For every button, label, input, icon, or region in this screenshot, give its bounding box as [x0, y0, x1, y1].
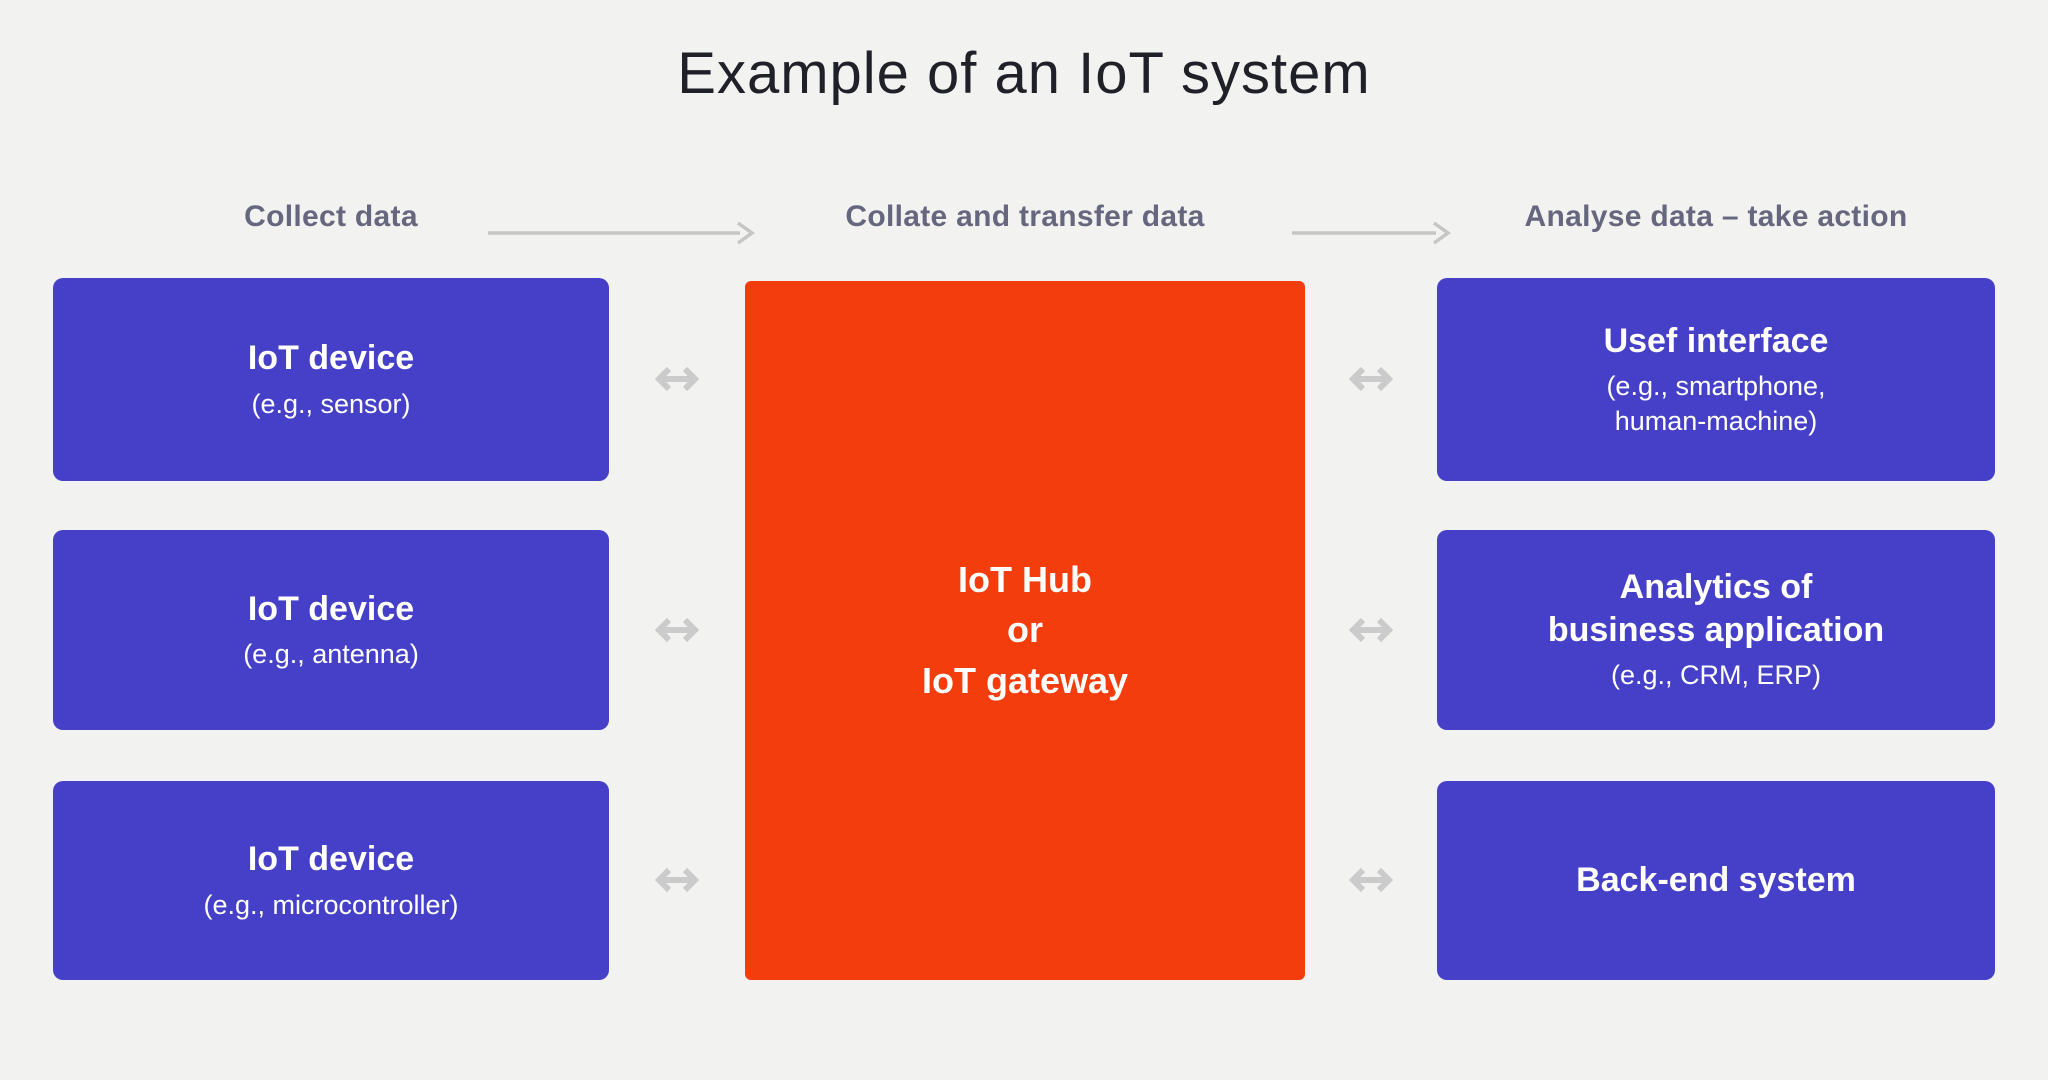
box-iot-device-antenna: IoT device (e.g., antenna) [53, 530, 609, 730]
box-subtitle: (e.g., CRM, ERP) [1610, 660, 1822, 691]
double-headed-arrow-icon [1348, 366, 1394, 392]
box-iot-hub-gateway: IoT Hub or IoT gateway [745, 281, 1305, 980]
right-arrow-icon [1292, 221, 1452, 245]
box-user-interface: Usef interface (e.g., smartphone, human-… [1437, 278, 1995, 481]
double-headed-arrow-icon [654, 867, 700, 893]
hub-label: IoT Hub or IoT gateway [921, 558, 1129, 701]
box-back-end-system: Back-end system [1437, 781, 1995, 980]
box-iot-device-microcontroller: IoT device (e.g., microcontroller) [53, 781, 609, 980]
box-title: Usef interface [1603, 321, 1829, 360]
stage-label-collect: Collect data [244, 200, 418, 233]
box-title: IoT device [247, 840, 415, 879]
double-headed-arrow-icon [1348, 617, 1394, 643]
box-subtitle: (e.g., antenna) [243, 639, 419, 670]
box-analytics-business-application: Analytics of business application (e.g.,… [1437, 530, 1995, 730]
right-arrow-icon [488, 221, 756, 245]
double-headed-arrow-icon [654, 617, 700, 643]
box-title: IoT device [247, 589, 415, 628]
box-title: Back-end system [1576, 861, 1856, 900]
box-subtitle: (e.g., smartphone, human-machine) [1606, 371, 1826, 437]
box-iot-device-sensor: IoT device (e.g., sensor) [53, 278, 609, 481]
box-title: IoT device [247, 339, 415, 378]
stage-label-collate: Collate and transfer data [845, 200, 1205, 233]
double-headed-arrow-icon [654, 366, 700, 392]
box-subtitle: (e.g., sensor) [251, 388, 411, 419]
stage-label-analyse: Analyse data – take action [1524, 200, 1908, 233]
box-subtitle: (e.g., microcontroller) [203, 889, 459, 920]
double-headed-arrow-icon [1348, 867, 1394, 893]
page-title: Example of an IoT system [677, 41, 1371, 106]
box-title: Analytics of business application [1547, 568, 1885, 649]
